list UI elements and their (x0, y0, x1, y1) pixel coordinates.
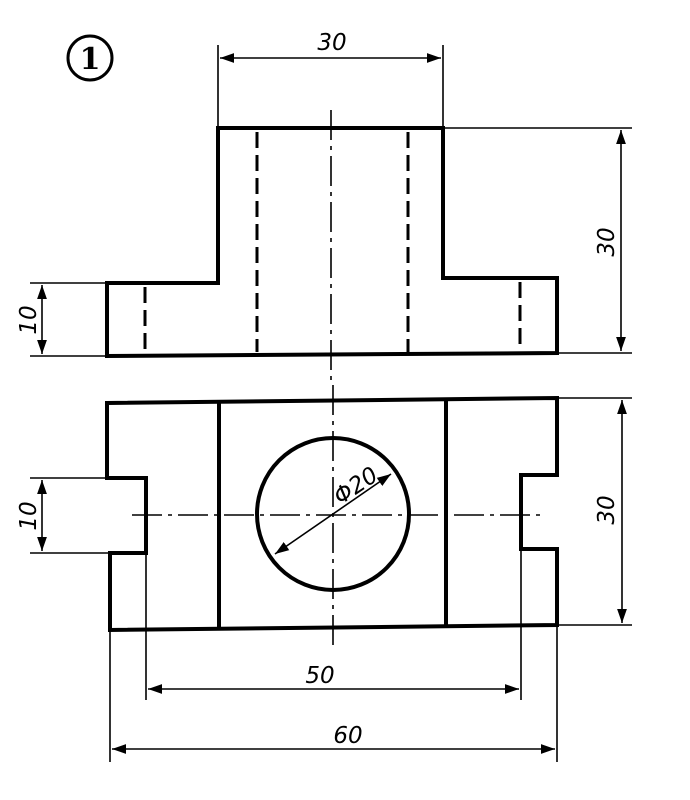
dim-label-overall-length: 60 (333, 723, 362, 749)
view-number-badge: 1 (66, 34, 114, 82)
badge-label: 1 (80, 42, 101, 77)
dim-label-depth: 30 (594, 495, 620, 524)
front-view: 30 30 10 (16, 30, 632, 380)
front-view-outline (105, 126, 559, 359)
dim-label-inner-length: 50 (305, 663, 334, 689)
badge-circle (66, 34, 114, 82)
top-view: Φ20 30 10 50 60 (16, 385, 632, 762)
dim-label-top-width: 30 (317, 30, 346, 56)
dim-label-height: 30 (594, 227, 620, 256)
dim-line-hole-diameter (274, 473, 392, 555)
dim-label-hole-diameter: Φ20 (329, 462, 383, 510)
dim-label-base-height: 10 (16, 305, 42, 334)
dim-label-slot-width: 10 (16, 501, 42, 530)
